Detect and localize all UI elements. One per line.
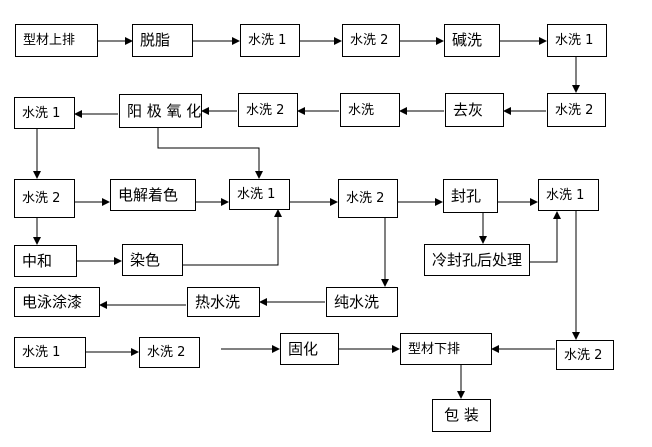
step-profile-loading: 型材上排 [15, 24, 98, 57]
step-pure-water-wash: 纯水洗 [326, 287, 398, 317]
step-rinse-1-d: 水洗 1 [229, 179, 290, 210]
step-electrophoretic-coating: 电泳涂漆 [14, 287, 100, 317]
step-profile-unloading: 型材下排 [400, 333, 492, 365]
step-rinse-2-e: 水洗 2 [338, 179, 398, 218]
step-curing: 固化 [280, 333, 339, 365]
step-desmutting: 去灰 [445, 93, 504, 127]
step-rinse-1-e: 水洗 1 [538, 179, 599, 211]
step-dyeing: 染色 [122, 244, 183, 276]
step-neutralization: 中和 [14, 245, 77, 277]
step-cold-seal-post-treatment: 冷封孔后处理 [424, 244, 530, 276]
step-rinse-1-f: 水洗 1 [14, 337, 86, 368]
step-sealing: 封孔 [443, 179, 498, 213]
step-rinse-1-b: 水洗 1 [547, 24, 607, 57]
step-rinse-2-a: 水洗 2 [342, 24, 400, 57]
step-anodizing: 阳 极 氧 化 [119, 94, 202, 128]
step-alkali-wash: 碱洗 [444, 24, 500, 57]
step-electrolytic-coloring: 电解着色 [110, 179, 196, 211]
step-rinse-1-c: 水洗 1 [14, 97, 75, 129]
step-rinse-2-d: 水洗 2 [14, 179, 75, 218]
step-packaging: 包 装 [432, 399, 491, 432]
step-rinse-c: 水洗 [340, 93, 400, 127]
step-rinse-2-f: 水洗 2 [139, 337, 200, 368]
step-rinse-1-a: 水洗 1 [240, 24, 300, 57]
step-degreasing: 脱脂 [132, 24, 193, 57]
step-rinse-2-g: 水洗 2 [556, 340, 614, 370]
step-rinse-2-c: 水洗 2 [238, 93, 298, 127]
step-hot-water-wash: 热水洗 [187, 287, 260, 317]
step-rinse-2-b: 水洗 2 [547, 93, 606, 127]
